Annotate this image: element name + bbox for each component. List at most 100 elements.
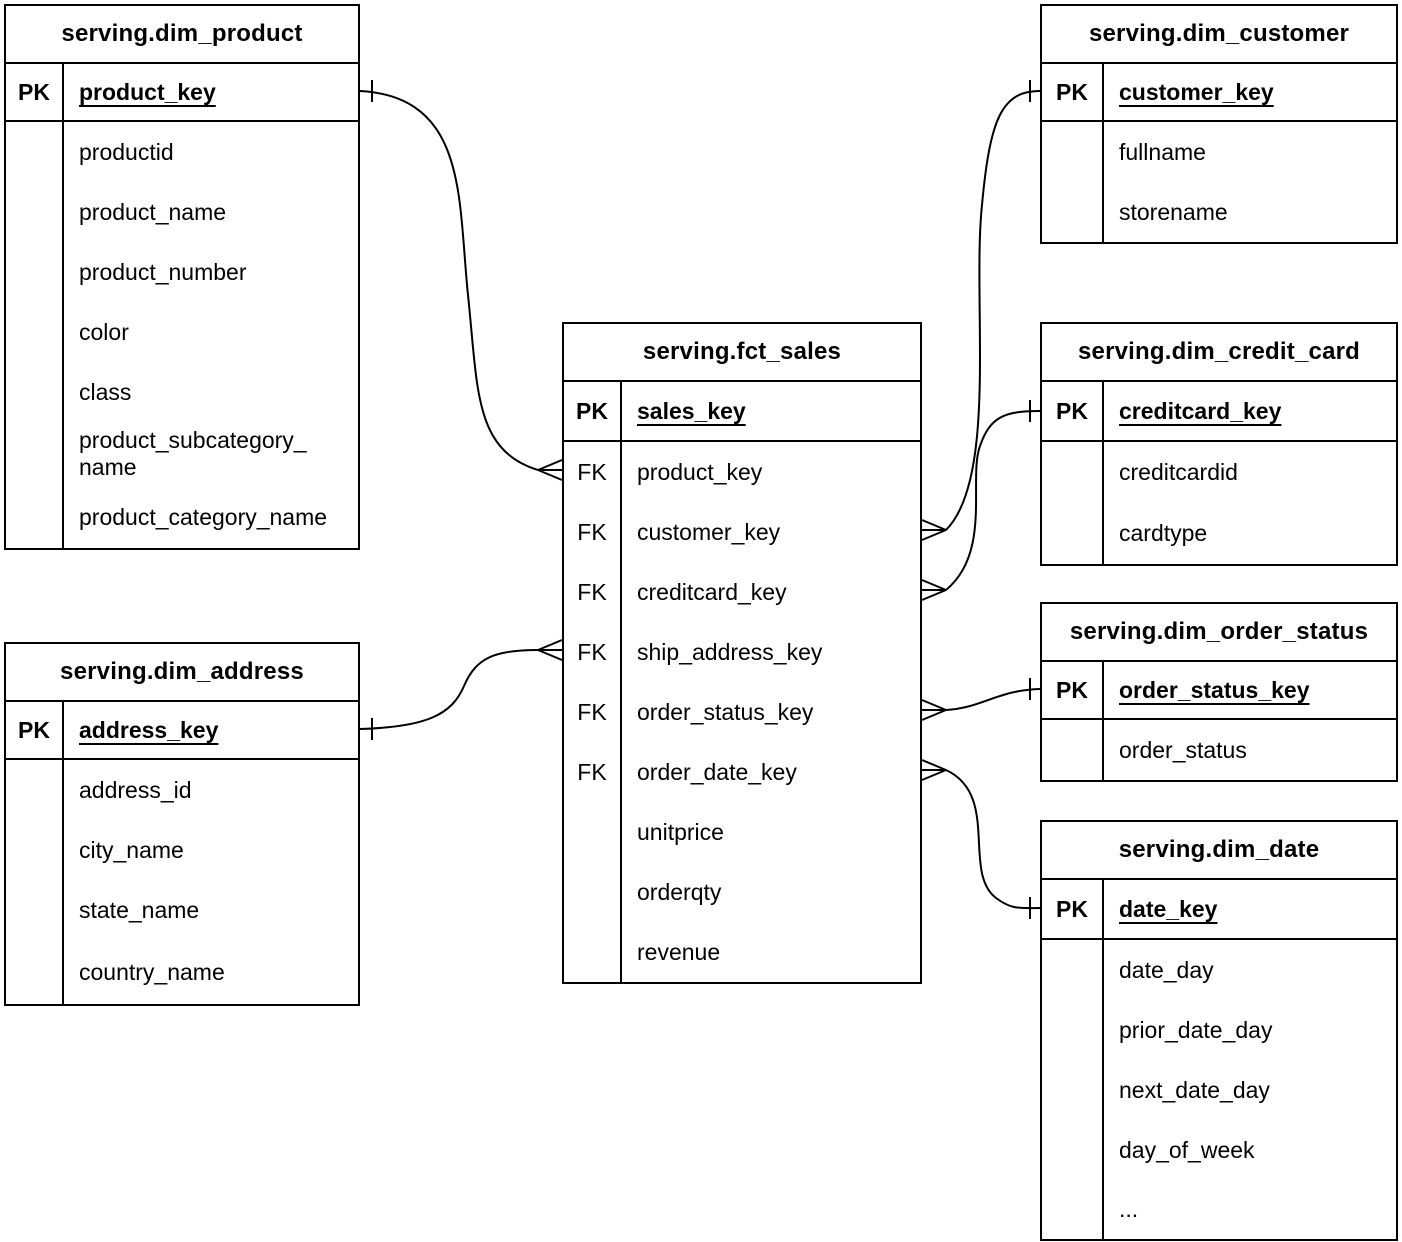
field-name: storename: [1119, 198, 1228, 225]
field-row: day_​of_​week: [1042, 1120, 1396, 1180]
fk-badge: [6, 122, 64, 182]
relationship-line: [945, 688, 1041, 711]
field-row: product_​number: [6, 242, 358, 302]
field-row: prior_​date_​day: [1042, 1000, 1396, 1060]
fk-badge: FK: [564, 562, 622, 622]
field-name: order_​status_​key: [637, 698, 814, 725]
cardinality-many-crowfoot: [921, 579, 947, 591]
fk-badge: FK: [564, 742, 622, 802]
cardinality-many-crowfoot: [921, 769, 947, 781]
primary-key-field: date_​key: [1119, 895, 1218, 922]
cardinality-many-crowfoot: [921, 519, 947, 531]
fk-badge: [1042, 1060, 1104, 1120]
field-name: color: [79, 318, 129, 345]
field-name: product_​key: [637, 458, 763, 485]
relationship-ship_address_key: [359, 639, 563, 740]
fk-badge: [1042, 1120, 1104, 1180]
field-name: cardtype: [1119, 519, 1208, 546]
relationship-creditcard_key: [921, 400, 1041, 601]
relationship-customer_key: [921, 80, 1041, 541]
pk-badge: PK: [6, 702, 64, 758]
field-name: class: [79, 378, 132, 405]
field-name: fullname: [1119, 138, 1206, 165]
field-name: creditcardid: [1119, 458, 1238, 485]
field-row: order_​status: [1042, 720, 1396, 780]
fk-badge: [6, 760, 64, 820]
fk-badge: FK: [564, 622, 622, 682]
field-row: product_​name: [6, 182, 358, 242]
primary-key-row: PK sales_​key: [564, 382, 920, 442]
pk-badge: PK: [6, 64, 64, 120]
field-row: FK creditcard_​key: [564, 562, 920, 622]
fk-badge: [1042, 442, 1104, 502]
field-name: orderqty: [637, 878, 722, 905]
pk-badge: PK: [564, 382, 622, 440]
fk-badge: [6, 940, 64, 1004]
fk-badge: [6, 302, 64, 362]
field-name: customer_​key: [637, 518, 781, 545]
primary-key-field: sales_​key: [637, 397, 746, 424]
field-name: city_​name: [79, 836, 184, 863]
fk-badge: [564, 862, 622, 922]
field-row: date_​day: [1042, 940, 1396, 1000]
fk-badge: FK: [564, 682, 622, 742]
field-row: country_​name: [6, 940, 358, 1004]
fk-badge: [1042, 122, 1104, 182]
field-name: productid: [79, 138, 174, 165]
field-name: country_​name: [79, 958, 225, 985]
field-name: ...: [1119, 1196, 1139, 1222]
cardinality-many-crowfoot: [537, 649, 563, 661]
field-row: orderqty: [564, 862, 920, 922]
pk-badge: PK: [1042, 662, 1104, 718]
field-name: state_​name: [79, 896, 200, 923]
field-name: date_​day: [1119, 956, 1214, 983]
table-title: serving.dim_product: [6, 6, 358, 64]
fk-badge: [6, 422, 64, 486]
table-title: serving.dim_customer: [1042, 6, 1396, 64]
cardinality-many-crowfoot: [921, 699, 947, 711]
cardinality-many-crowfoot: [921, 529, 947, 541]
fk-badge: [6, 362, 64, 422]
fk-badge: [564, 802, 622, 862]
field-name: prior_​date_​day: [1119, 1016, 1273, 1043]
field-row: FK customer_​key: [564, 502, 920, 562]
fk-badge: [6, 486, 64, 548]
fk-badge: [1042, 720, 1104, 780]
fk-badge: FK: [564, 502, 622, 562]
primary-key-row: PK product_​key: [6, 64, 358, 122]
field-name: next_​date_​day: [1119, 1076, 1270, 1103]
primary-key-field: customer_​key: [1119, 78, 1274, 105]
pk-badge: PK: [1042, 64, 1104, 120]
field-name: unitprice: [637, 818, 724, 845]
field-row: fullname: [1042, 122, 1396, 182]
primary-key-field: creditcard_​key: [1119, 397, 1282, 424]
table-title: serving.dim_credit_card: [1042, 324, 1396, 382]
field-row: FK product_​key: [564, 442, 920, 502]
fk-badge: [6, 242, 64, 302]
field-name: address_​id: [79, 776, 192, 803]
fk-badge: [6, 820, 64, 880]
fk-badge: FK: [564, 442, 622, 502]
table-title: serving.dim_address: [6, 644, 358, 702]
field-row: FK order_​status_​key: [564, 682, 920, 742]
relationship-line: [359, 90, 539, 471]
field-row: product_​category_​name: [6, 486, 358, 548]
field-name: day_​of_​week: [1119, 1136, 1255, 1163]
primary-key-field: product_​key: [79, 78, 216, 105]
fk-badge: [1042, 502, 1104, 564]
fk-badge: [6, 880, 64, 940]
field-name: creditcard_​key: [637, 578, 787, 605]
field-row: ...: [1042, 1180, 1396, 1239]
field-row: color: [6, 302, 358, 362]
relationship-product_key: [359, 80, 563, 481]
field-name: order_​status: [1119, 736, 1247, 763]
fk-badge: [1042, 182, 1104, 242]
